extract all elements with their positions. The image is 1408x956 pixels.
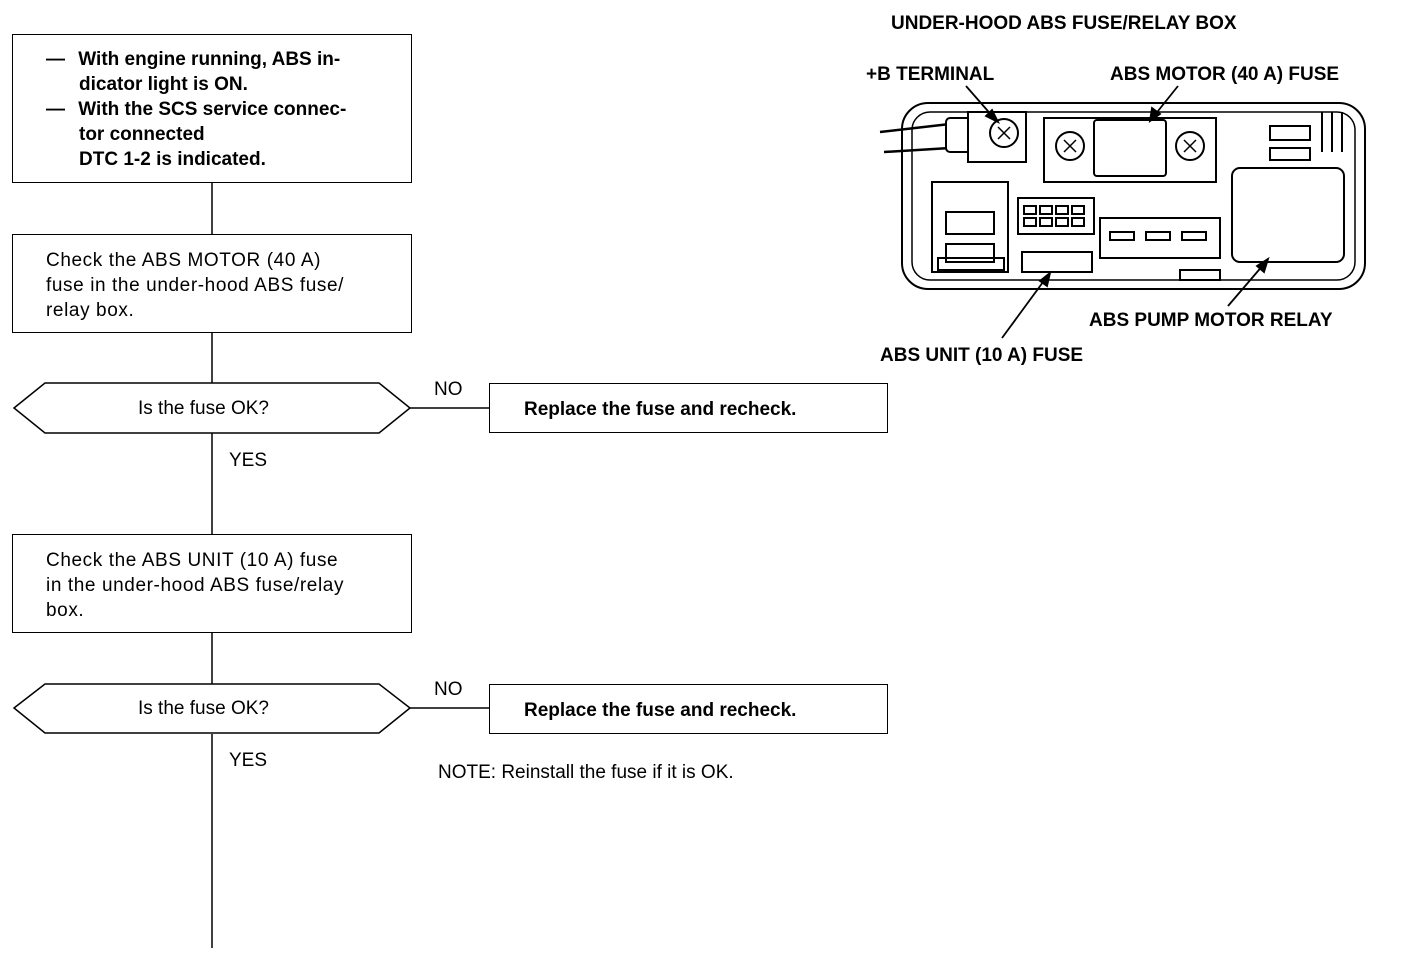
illustration-title: UNDER-HOOD ABS FUSE/RELAY BOX	[891, 13, 1237, 34]
connector-small	[1017, 197, 1095, 235]
dash: —	[46, 99, 65, 120]
unit-fuse-label: ABS UNIT (10 A) FUSE	[880, 345, 1084, 366]
decision-2-yes-label: YES	[229, 750, 268, 771]
condition-line-4: tor connected	[79, 124, 205, 145]
note-text: NOTE: Reinstall the fuse if it is OK.	[438, 762, 734, 783]
condition-line-1: With engine running, ABS in-	[78, 49, 341, 70]
decision-2-shape	[12, 683, 412, 734]
decision-1-question: Is the fuse OK?	[138, 398, 269, 419]
condition-line-5: DTC 1-2 is indicated.	[79, 149, 266, 170]
condition-line-3: With the SCS service connec-	[78, 99, 347, 120]
step-2-box: Check the ABS UNIT (10 A) fuse in the un…	[12, 534, 412, 633]
decision-1-no-action-box: Replace the fuse and recheck.	[489, 383, 888, 433]
left-compartment	[931, 181, 1009, 273]
decision-2-no-action: Replace the fuse and recheck.	[524, 700, 797, 721]
decision-1-no-label: NO	[434, 379, 463, 400]
decision-1-yes-label: YES	[229, 450, 268, 471]
box-housing	[901, 102, 1366, 290]
unit-fuse-arrow	[1001, 277, 1047, 339]
motor-fuse-label: ABS MOTOR (40 A) FUSE	[1110, 64, 1340, 85]
connector-large	[1099, 217, 1221, 259]
condition-box: — With engine running, ABS in- dicator l…	[12, 34, 412, 183]
step-1-line-2: fuse in the under-hood ABS fuse/	[46, 275, 345, 296]
pump-relay-arrow	[1227, 263, 1265, 307]
decision-2-question: Is the fuse OK?	[138, 698, 269, 719]
pump-relay-label: ABS PUMP MOTOR RELAY	[1089, 310, 1333, 331]
condition-line-2: dicator light is ON.	[79, 74, 248, 95]
decision-2-no-action-box: Replace the fuse and recheck.	[489, 684, 888, 734]
step-1-line-1: Check the ABS MOTOR (40 A)	[46, 250, 322, 271]
motor-fuse-arrow	[1153, 85, 1179, 117]
pump-motor-relay	[1231, 167, 1345, 263]
step-2-line-1: Check the ABS UNIT (10 A) fuse	[46, 550, 339, 571]
step-1-box: Check the ABS MOTOR (40 A) fuse in the u…	[12, 234, 412, 333]
decision-2-no-label: NO	[434, 679, 463, 700]
step-2-line-3: box.	[46, 600, 85, 621]
unit-fuse	[1021, 251, 1093, 273]
decision-1-no-action: Replace the fuse and recheck.	[524, 399, 797, 420]
decision-1-shape	[12, 382, 412, 434]
dash: —	[46, 49, 65, 70]
b-terminal-label: +B TERMINAL	[866, 64, 995, 85]
motor-fuse	[1093, 119, 1167, 177]
step-1-line-3: relay box.	[46, 300, 135, 321]
step-2-line-2: in the under-hood ABS fuse/relay	[46, 575, 345, 596]
